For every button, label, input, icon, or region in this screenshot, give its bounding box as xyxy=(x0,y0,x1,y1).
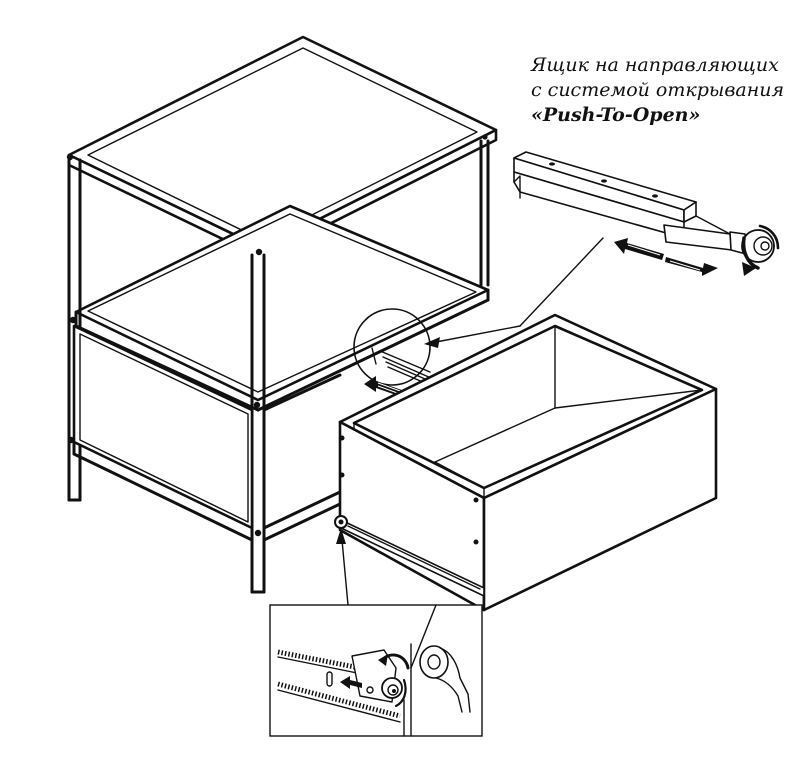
caption-line-3: «Push-To-Open» xyxy=(531,104,701,126)
nightstand-screws xyxy=(66,134,488,537)
leader-lines xyxy=(336,237,604,606)
push-to-open-runner xyxy=(513,151,780,276)
caption-line-1: Ящик на направляющих xyxy=(531,54,779,76)
caption-line-2: с системой открывания xyxy=(531,79,785,101)
inset-detail xyxy=(269,604,483,737)
rail-detail-circle xyxy=(353,308,431,386)
drawer-runner xyxy=(334,515,485,597)
drawer-screws xyxy=(339,435,479,545)
slide-direction-arrows xyxy=(614,238,718,276)
nightstand-frame xyxy=(66,35,498,594)
nightstand-lower-side-panel xyxy=(72,324,254,542)
product-caption: Ящик на направляющих с системой открыван… xyxy=(531,53,793,128)
drawer-box xyxy=(334,313,718,612)
